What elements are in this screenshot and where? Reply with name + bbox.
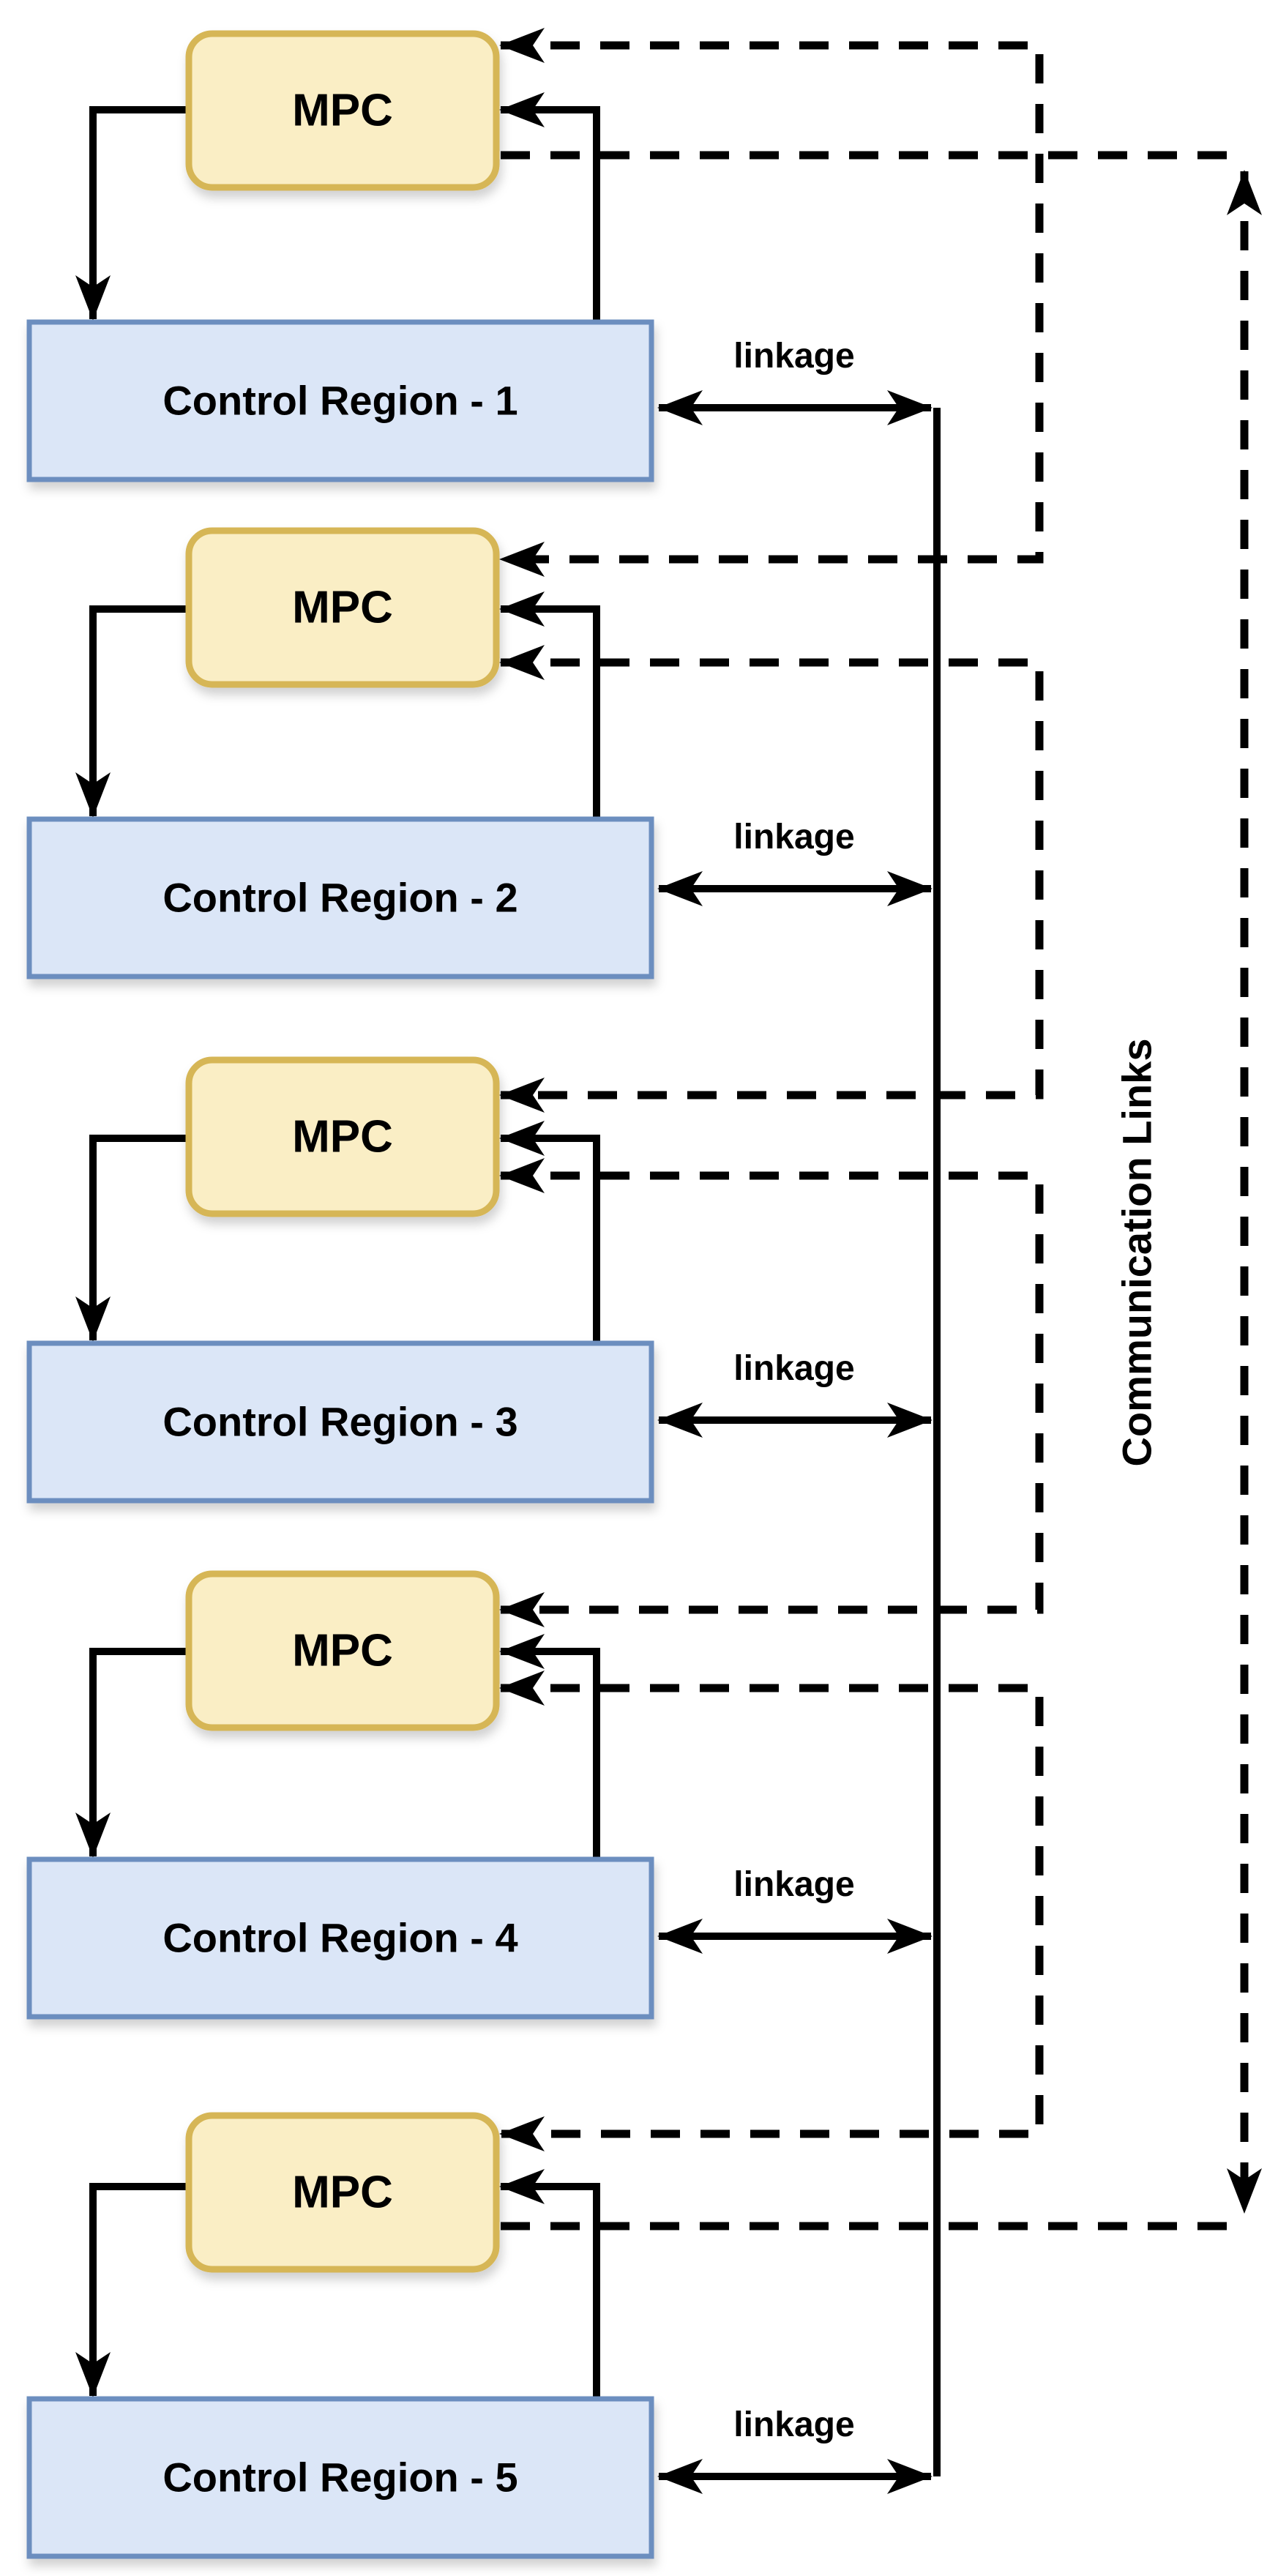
comm-link-mpc4-mpc5 xyxy=(499,1670,1044,2151)
comm-link-mpc3-mpc4 xyxy=(499,1158,1044,1627)
control-region-label-4: Control Region - 4 xyxy=(162,1915,517,1961)
mpc-label-4: MPC xyxy=(292,1626,393,1676)
control-region-label-1: Control Region - 1 xyxy=(162,378,517,424)
control-region-box-3 xyxy=(26,1340,654,1504)
mpc-to-region-arrow-4 xyxy=(75,1648,189,1858)
unit-1: MPC Control Region - 1 linkage xyxy=(26,30,933,482)
control-region-box-4 xyxy=(26,1856,654,2020)
comm-link-mpc1-mpc2 xyxy=(499,28,1044,577)
control-region-label-3: Control Region - 3 xyxy=(162,1399,517,1445)
linkage-label-2: linkage xyxy=(733,818,854,856)
linkage-label-1: linkage xyxy=(733,337,854,376)
comm-link-mpc2-mpc3 xyxy=(499,645,1044,1113)
control-region-box-2 xyxy=(26,816,654,979)
mpc-box-2 xyxy=(185,527,500,688)
region-to-mpc-arrow-2 xyxy=(499,591,600,819)
mpc-label-1: MPC xyxy=(292,86,393,136)
mpc-to-region-arrow-2 xyxy=(75,605,189,818)
unit-4: MPC Control Region - 4 linkage xyxy=(26,1570,933,2020)
linkage-label-3: linkage xyxy=(733,1349,854,1388)
mpc-label-3: MPC xyxy=(292,1112,393,1162)
region-to-mpc-arrow-4 xyxy=(499,1634,600,1859)
control-region-box-5 xyxy=(26,2396,654,2559)
unit-5: MPC Control Region - 5 linkage xyxy=(26,2112,933,2559)
communication-links-label: Communication Links xyxy=(1114,1039,1160,1467)
mpc-label-5: MPC xyxy=(292,2168,393,2218)
mpc-box-4 xyxy=(185,1570,500,1731)
linkage-label-5: linkage xyxy=(733,2405,854,2444)
region-to-mpc-arrow-1 xyxy=(499,92,600,322)
control-region-label-5: Control Region - 5 xyxy=(162,2454,517,2501)
mpc-to-region-arrow-3 xyxy=(75,1135,189,1342)
mpc-box-3 xyxy=(185,1056,500,1217)
unit-3: MPC Control Region - 3 linkage xyxy=(26,1056,933,1504)
region-to-mpc-arrow-3 xyxy=(499,1121,600,1343)
mpc-to-region-arrow-1 xyxy=(75,106,189,321)
linkage-label-4: linkage xyxy=(733,1865,854,1904)
control-region-box-1 xyxy=(26,319,654,482)
unit-2: MPC Control Region - 2 linkage xyxy=(26,527,933,979)
mpc-to-region-arrow-5 xyxy=(75,2183,189,2397)
mpc-box-5 xyxy=(185,2112,500,2273)
mpc-label-2: MPC xyxy=(292,583,393,633)
mpc-box-1 xyxy=(185,30,500,191)
region-to-mpc-arrow-5 xyxy=(499,2169,600,2399)
control-region-label-2: Control Region - 2 xyxy=(162,875,517,921)
